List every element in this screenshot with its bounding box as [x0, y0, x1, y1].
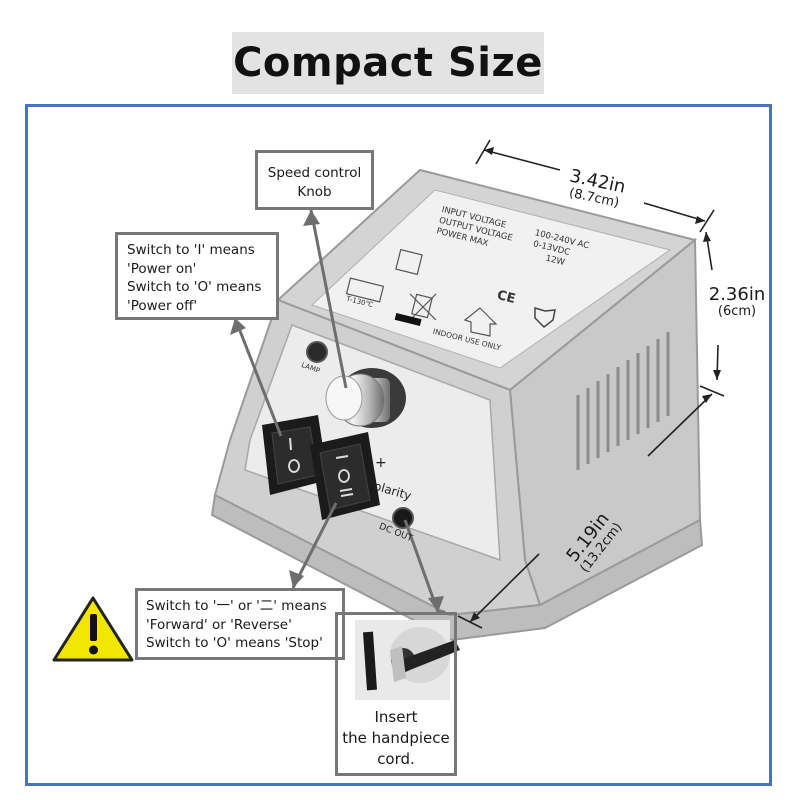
callout-line: cord. — [377, 750, 415, 768]
weee-bin-icon — [409, 293, 437, 321]
house-icon — [463, 307, 498, 337]
callout-line: 'Power off' — [127, 297, 198, 314]
callout-line: Switch to '一' or '二' means — [146, 598, 327, 614]
callout-line: 'Power on' — [127, 260, 197, 277]
callout-line: Switch to 'I' means — [127, 242, 255, 258]
top-label — [311, 189, 672, 369]
warning-icon — [52, 596, 134, 662]
callout-line: Insert — [374, 708, 418, 726]
height-inches: 2.36in — [708, 284, 766, 305]
callout-line: Switch to 'O' means — [127, 279, 262, 295]
image-frame — [25, 104, 772, 786]
callout-line: Knob — [297, 183, 332, 200]
callout-line: Speed control — [267, 165, 362, 181]
speed-knob-callout: Speed control Knob — [255, 150, 374, 210]
leader-arrowheads — [230, 210, 444, 612]
side-vents — [576, 332, 670, 470]
height-dimension: 2.36in (6cm) — [702, 285, 772, 319]
callout-line: the handpiece — [342, 729, 450, 747]
front-panel — [244, 324, 501, 562]
page-title: Compact Size — [233, 40, 543, 86]
label-square-icon — [395, 248, 423, 276]
dc-out-jack — [392, 507, 414, 529]
plus-sign: + — [375, 455, 387, 471]
title-banner: Compact Size — [232, 32, 544, 94]
leader-lines — [233, 209, 445, 614]
callout-line: 'Forward' or 'Reverse' — [146, 616, 292, 633]
height-cm: (6cm) — [717, 303, 757, 319]
shield-cert-icon — [534, 306, 556, 328]
direction-switch-callout: Switch to '一' or '二' means 'Forward' or … — [135, 588, 345, 660]
dimension-arrowheads — [470, 147, 721, 622]
handpiece-inset-photo — [355, 620, 460, 700]
direction-switch — [310, 432, 380, 520]
callout-line: Switch to 'O' means 'Stop' — [146, 635, 323, 651]
label-fuse-icon — [345, 277, 385, 303]
power-switch-callout: Switch to 'I' means 'Power on' Switch to… — [115, 232, 279, 320]
weee-bar — [394, 312, 422, 327]
speed-knob — [325, 368, 406, 428]
handpiece-callout: Insert the handpiece cord. — [335, 612, 457, 776]
lamp-indicator — [306, 341, 328, 363]
